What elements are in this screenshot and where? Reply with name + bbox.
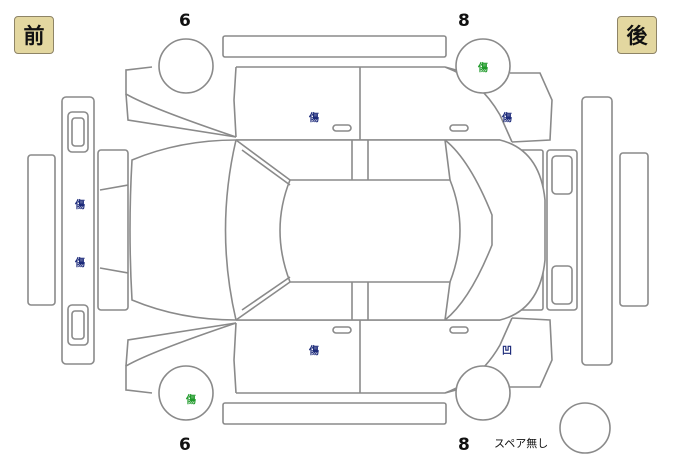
tread-front-top: 6: [179, 11, 191, 31]
spare-tire-label: スペア無し: [494, 437, 549, 450]
damage-mark-front-bumper-lower: 傷: [75, 258, 85, 269]
tire-rear-top: [455, 38, 511, 94]
tire-front-bottom: [158, 365, 214, 421]
damage-mark-front-door-top: 傷: [309, 113, 319, 124]
rocker-panel-bottom: [222, 402, 447, 425]
door-handle-bottom-front: [332, 326, 352, 334]
tire-rear-bottom: [455, 365, 511, 421]
damage-mark-rear-tire-top: 傷: [478, 63, 488, 74]
damage-mark-front-tire-bottom: 傷: [186, 395, 196, 406]
tread-rear-top: 8: [458, 11, 470, 31]
spare-tire: [559, 402, 611, 454]
front-grille: [97, 149, 129, 311]
door-handle-top-front: [332, 124, 352, 132]
front-light-upper-inner: [71, 117, 85, 147]
roof: [279, 179, 461, 283]
rocker-panel-top: [222, 35, 447, 58]
front-bumper: [61, 96, 95, 365]
door-handle-top-rear: [449, 124, 469, 132]
front-light-lower-inner: [71, 310, 85, 340]
tire-front-top: [158, 38, 214, 94]
rear-badge: 後: [617, 16, 657, 54]
rear-bumper: [581, 96, 613, 366]
rear-bumper-outer: [619, 152, 649, 307]
door-handle-bottom-rear: [449, 326, 469, 334]
front-badge: 前: [14, 16, 54, 54]
rear-light-lower: [551, 265, 573, 305]
damage-mark-front-door-bottom: 傷: [309, 346, 319, 357]
rear-light-upper: [551, 155, 573, 195]
front-bumper-outer: [27, 154, 56, 306]
dent-mark-rear-door-bottom: 凹: [502, 346, 512, 357]
damage-mark-rear-fender-top: 傷: [502, 113, 512, 124]
damage-mark-front-bumper-upper: 傷: [75, 200, 85, 211]
tread-front-bottom: 6: [179, 435, 191, 455]
tread-rear-bottom: 8: [458, 435, 470, 455]
